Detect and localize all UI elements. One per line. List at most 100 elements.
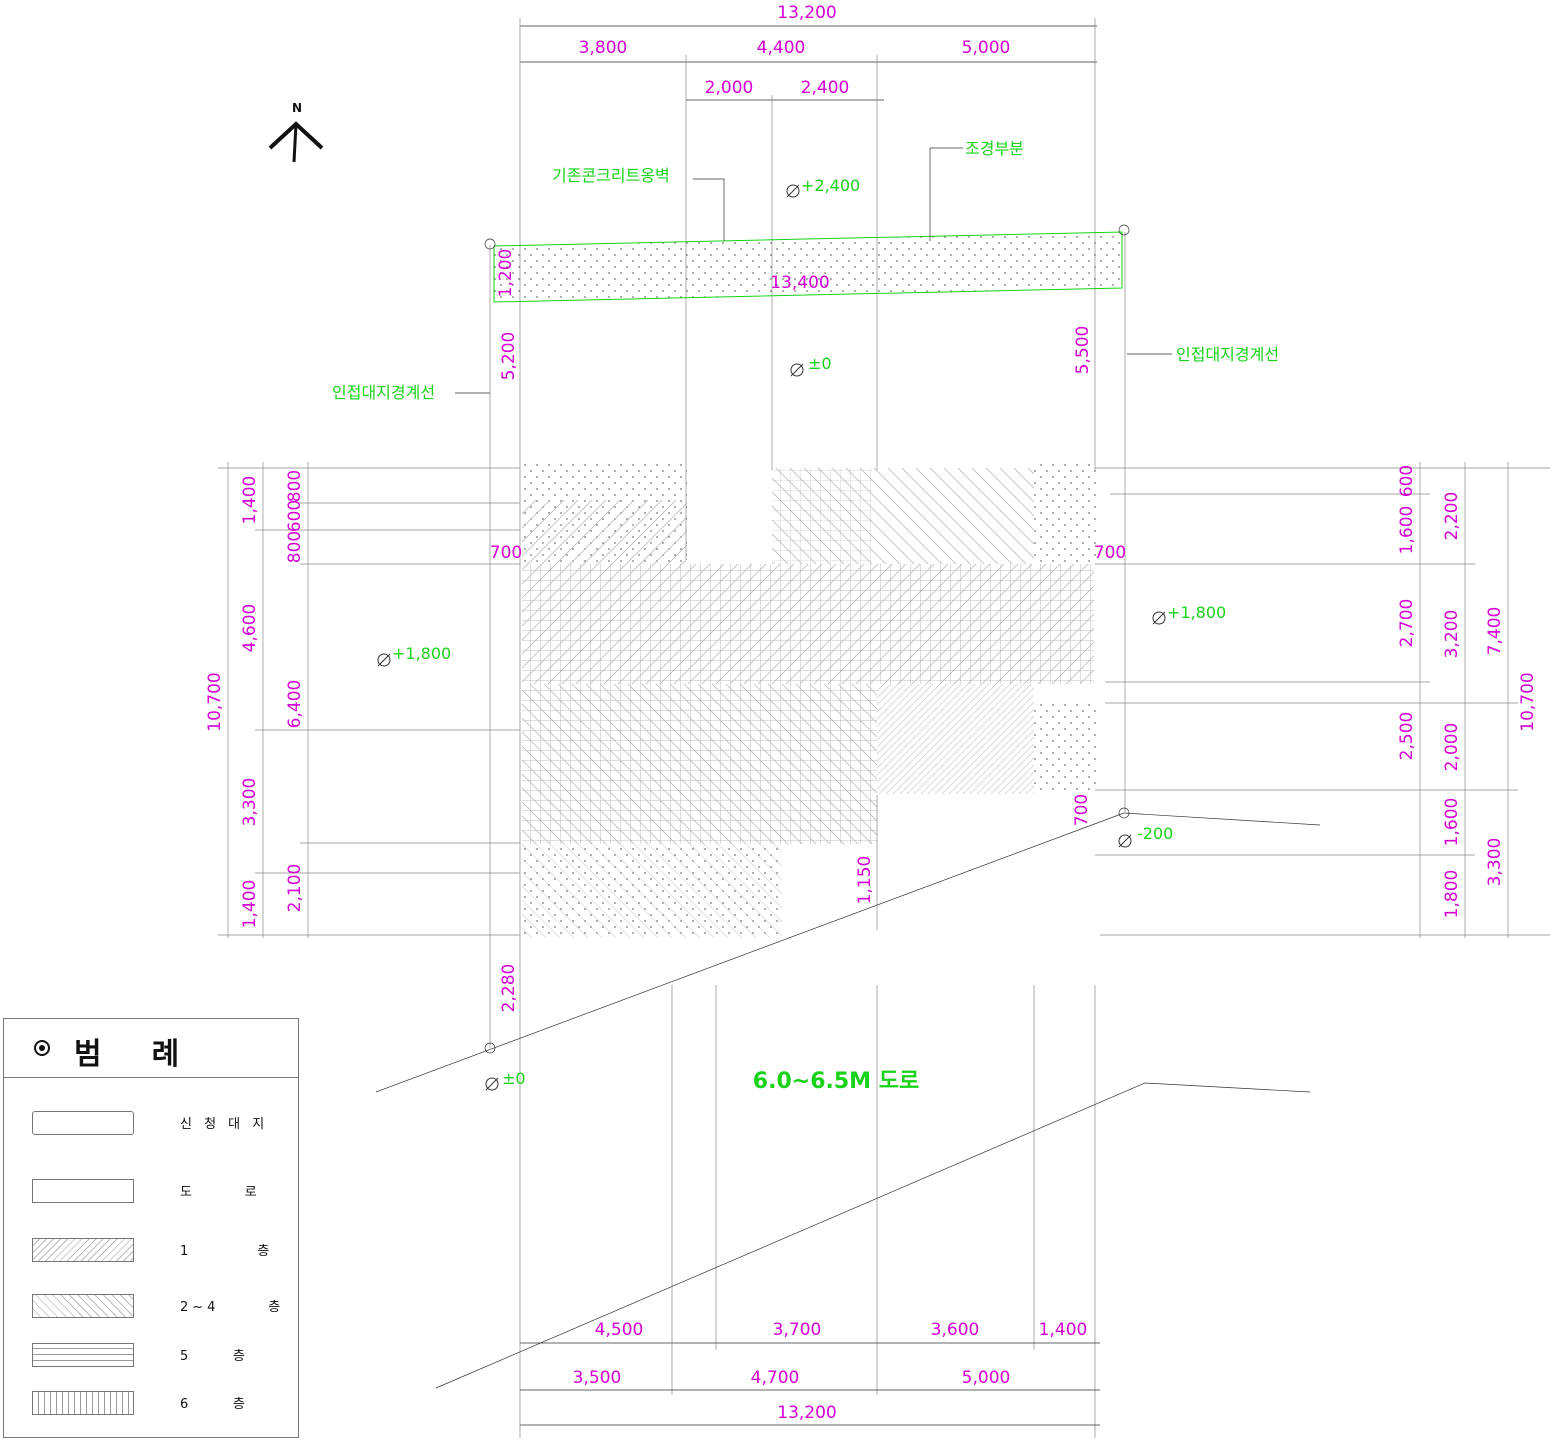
legend-item: 신 청 대 지 <box>30 1111 290 1137</box>
dim-offset-right: 700 <box>1094 543 1126 563</box>
hatch-diag-s <box>522 844 782 938</box>
level-label: ±0 <box>808 354 832 373</box>
dim-top-total: 13,200 <box>777 3 836 23</box>
level-marker-icon <box>1152 611 1166 625</box>
dim-left-col3: 2,100 <box>285 864 305 913</box>
legend-item-label: 6 층 <box>180 1397 249 1412</box>
dim-left-col3: 6,400 <box>285 680 305 729</box>
dim-top-row1: 5,000 <box>962 38 1011 58</box>
floor-1-swatch-icon <box>32 1238 134 1262</box>
dim-north-gap-right: 5,500 <box>1073 326 1093 375</box>
dim-left-col2: 3,300 <box>240 778 260 827</box>
dim-south-gap: 2,280 <box>499 964 519 1013</box>
dim-top-row1: 4,400 <box>757 38 806 58</box>
site-swatch-icon <box>32 1111 134 1135</box>
dim-offset-bottom-right: 700 <box>1072 794 1092 826</box>
hatch-dots-ne <box>1034 464 1098 564</box>
annotation-boundary-left: 인접대지경계선 <box>332 383 435 402</box>
level-label: -200 <box>1137 824 1173 843</box>
dim-bottom-row2: 4,700 <box>751 1368 800 1388</box>
hatch-dots-se <box>1034 704 1098 794</box>
dim-right-col2: 1,800 <box>1442 870 1462 919</box>
legend-item: 5 층 <box>30 1343 290 1369</box>
level-marker-icon <box>786 184 800 198</box>
level-marker-icon <box>377 653 391 667</box>
dim-offset-left: 700 <box>490 543 522 563</box>
floor-5-swatch-icon <box>32 1343 134 1367</box>
legend-panel: 범례 신 청 대 지 도 로 1 층 2~4 층 5 층 6 층 <box>3 1018 299 1438</box>
annotation-landscape: 조경부분 <box>965 139 1024 158</box>
dim-bottom-row1: 4,500 <box>595 1320 644 1340</box>
hatch-diag-nw <box>522 500 687 564</box>
dim-top-row2: 2,000 <box>705 78 754 98</box>
bullet-icon <box>34 1040 50 1056</box>
road-swatch-icon <box>32 1179 134 1203</box>
road-edge-south <box>435 1082 1146 1389</box>
dim-strip-width: 13,400 <box>770 273 829 293</box>
dim-left-total: 10,700 <box>205 672 225 731</box>
dim-top-row1: 3,800 <box>579 38 628 58</box>
annotation-boundary-right: 인접대지경계선 <box>1176 345 1279 364</box>
dim-bottom-row2: 3,500 <box>573 1368 622 1388</box>
legend-item-label: 5 층 <box>180 1349 249 1364</box>
boundary-point-sw <box>484 1042 496 1054</box>
hatch-diag-south <box>522 684 877 844</box>
legend-item: 1 층 <box>30 1238 290 1264</box>
floor-6-swatch-icon <box>32 1391 134 1415</box>
road-edge-north <box>375 812 1125 1093</box>
dim-bottom-row1: 3,600 <box>931 1320 980 1340</box>
site-boundary <box>375 147 1321 1389</box>
level-marker-icon <box>1118 834 1132 848</box>
building-footprint <box>522 464 1098 938</box>
legend-item-label: 신 청 대 지 <box>180 1117 269 1132</box>
dim-strip-depth: 1,200 <box>496 249 516 298</box>
dim-north-gap-left: 5,200 <box>499 332 519 381</box>
dim-left-col3: 800 <box>285 531 305 563</box>
dim-bottom-row1: 3,700 <box>773 1320 822 1340</box>
dim-right-col1: 2,700 <box>1397 599 1417 648</box>
dim-right-total: 10,700 <box>1518 672 1538 731</box>
dim-left-col3: 600 <box>285 500 305 532</box>
hatch-diag-main <box>522 564 1094 684</box>
boundary-point-nw <box>484 238 496 250</box>
dim-right-col2: 2,000 <box>1442 723 1462 772</box>
dim-right-col2: 1,600 <box>1442 798 1462 847</box>
level-label: +1,800 <box>392 644 451 663</box>
legend-item-label: 1 층 <box>180 1244 274 1259</box>
annotation-retaining-wall: 기존콘크리트옹벽 <box>552 166 670 185</box>
dim-top-row2: 2,400 <box>801 78 850 98</box>
level-label: ±0 <box>502 1069 526 1088</box>
dim-right-col2: 3,200 <box>1442 610 1462 659</box>
dim-bottom-row2: 5,000 <box>962 1368 1011 1388</box>
dim-right-col3: 7,400 <box>1485 607 1505 656</box>
legend-item-label: 2~4 층 <box>180 1300 285 1315</box>
floor-2-4-swatch-icon <box>32 1294 134 1318</box>
dim-left-col3: 800 <box>285 470 305 502</box>
dim-left-col2: 4,600 <box>240 604 260 653</box>
dim-south-mid: 1,150 <box>855 856 875 905</box>
legend-title: 범례 <box>74 1037 230 1072</box>
dim-right-col1: 2,500 <box>1397 712 1417 761</box>
hatch-grid-n <box>772 468 872 564</box>
legend-item: 2~4 층 <box>30 1294 290 1320</box>
legend-header: 범례 <box>4 1019 298 1078</box>
dim-left-col2: 1,400 <box>240 880 260 929</box>
north-arrow-icon: N <box>268 101 324 163</box>
dim-right-col1: 600 <box>1397 465 1417 497</box>
dim-left-col2: 1,400 <box>240 476 260 525</box>
level-label: +2,400 <box>801 176 860 195</box>
level-marker-icon <box>485 1077 499 1091</box>
dim-right-col1: 1,600 <box>1397 506 1417 555</box>
legend-item: 6 층 <box>30 1391 290 1417</box>
dim-bottom-total: 13,200 <box>777 1403 836 1423</box>
boundary-point-ne <box>1118 224 1130 236</box>
dim-right-col2: 2,200 <box>1442 492 1462 541</box>
level-label: +1,800 <box>1167 603 1226 622</box>
north-label: N <box>292 101 302 115</box>
level-markers <box>377 184 1166 1091</box>
dim-bottom-row1: 1,400 <box>1039 1320 1088 1340</box>
road-label: 6.0~6.5M 도로 <box>753 1069 919 1094</box>
level-marker-icon <box>790 363 804 377</box>
legend-item-label: 도 로 <box>180 1185 261 1200</box>
